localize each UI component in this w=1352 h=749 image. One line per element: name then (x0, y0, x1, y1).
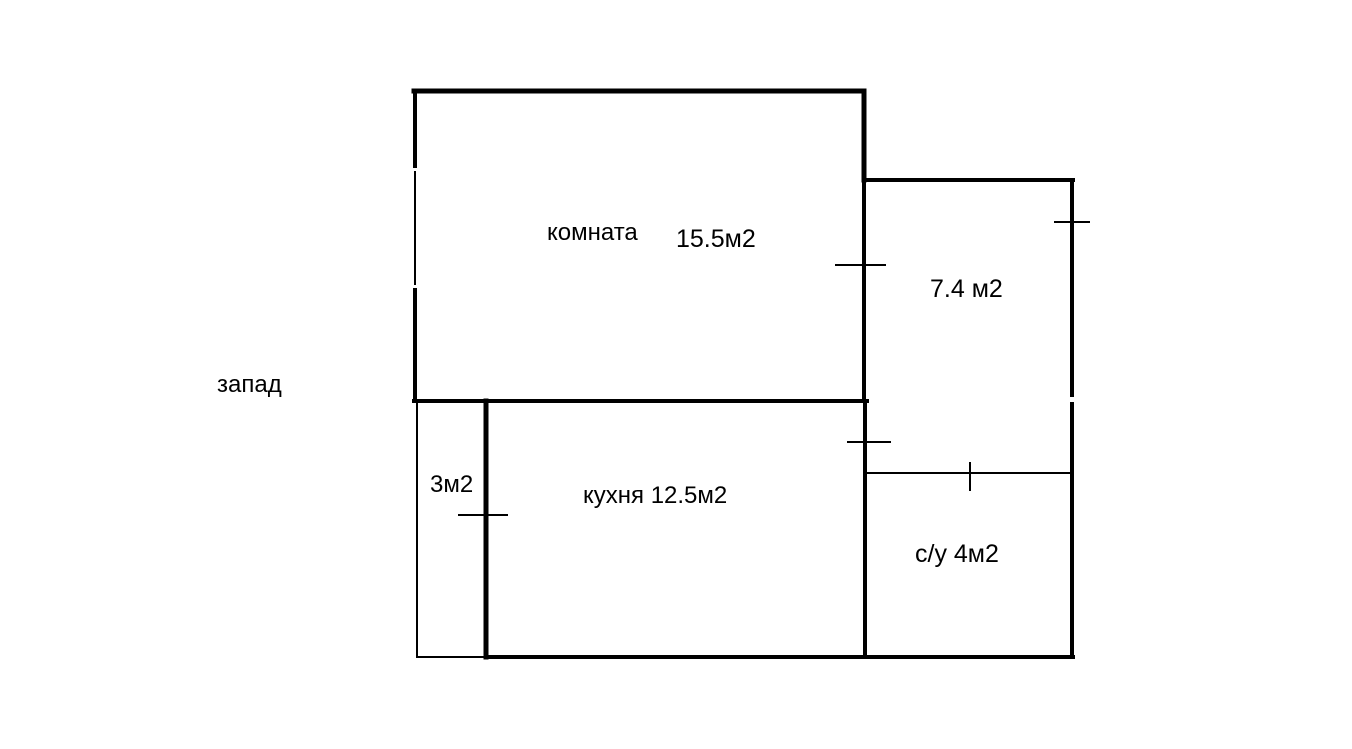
direction-label-west: запад (217, 371, 282, 398)
room-area-label: 15.5м2 (676, 225, 756, 253)
side-room-area-label: 7.4 м2 (930, 275, 1003, 303)
room-name-label: комната (547, 219, 638, 246)
bathroom-label: с/у 4м2 (915, 540, 999, 568)
kitchen-label: кухня 12.5м2 (583, 482, 727, 509)
small-room-area-label: 3м2 (430, 471, 473, 498)
